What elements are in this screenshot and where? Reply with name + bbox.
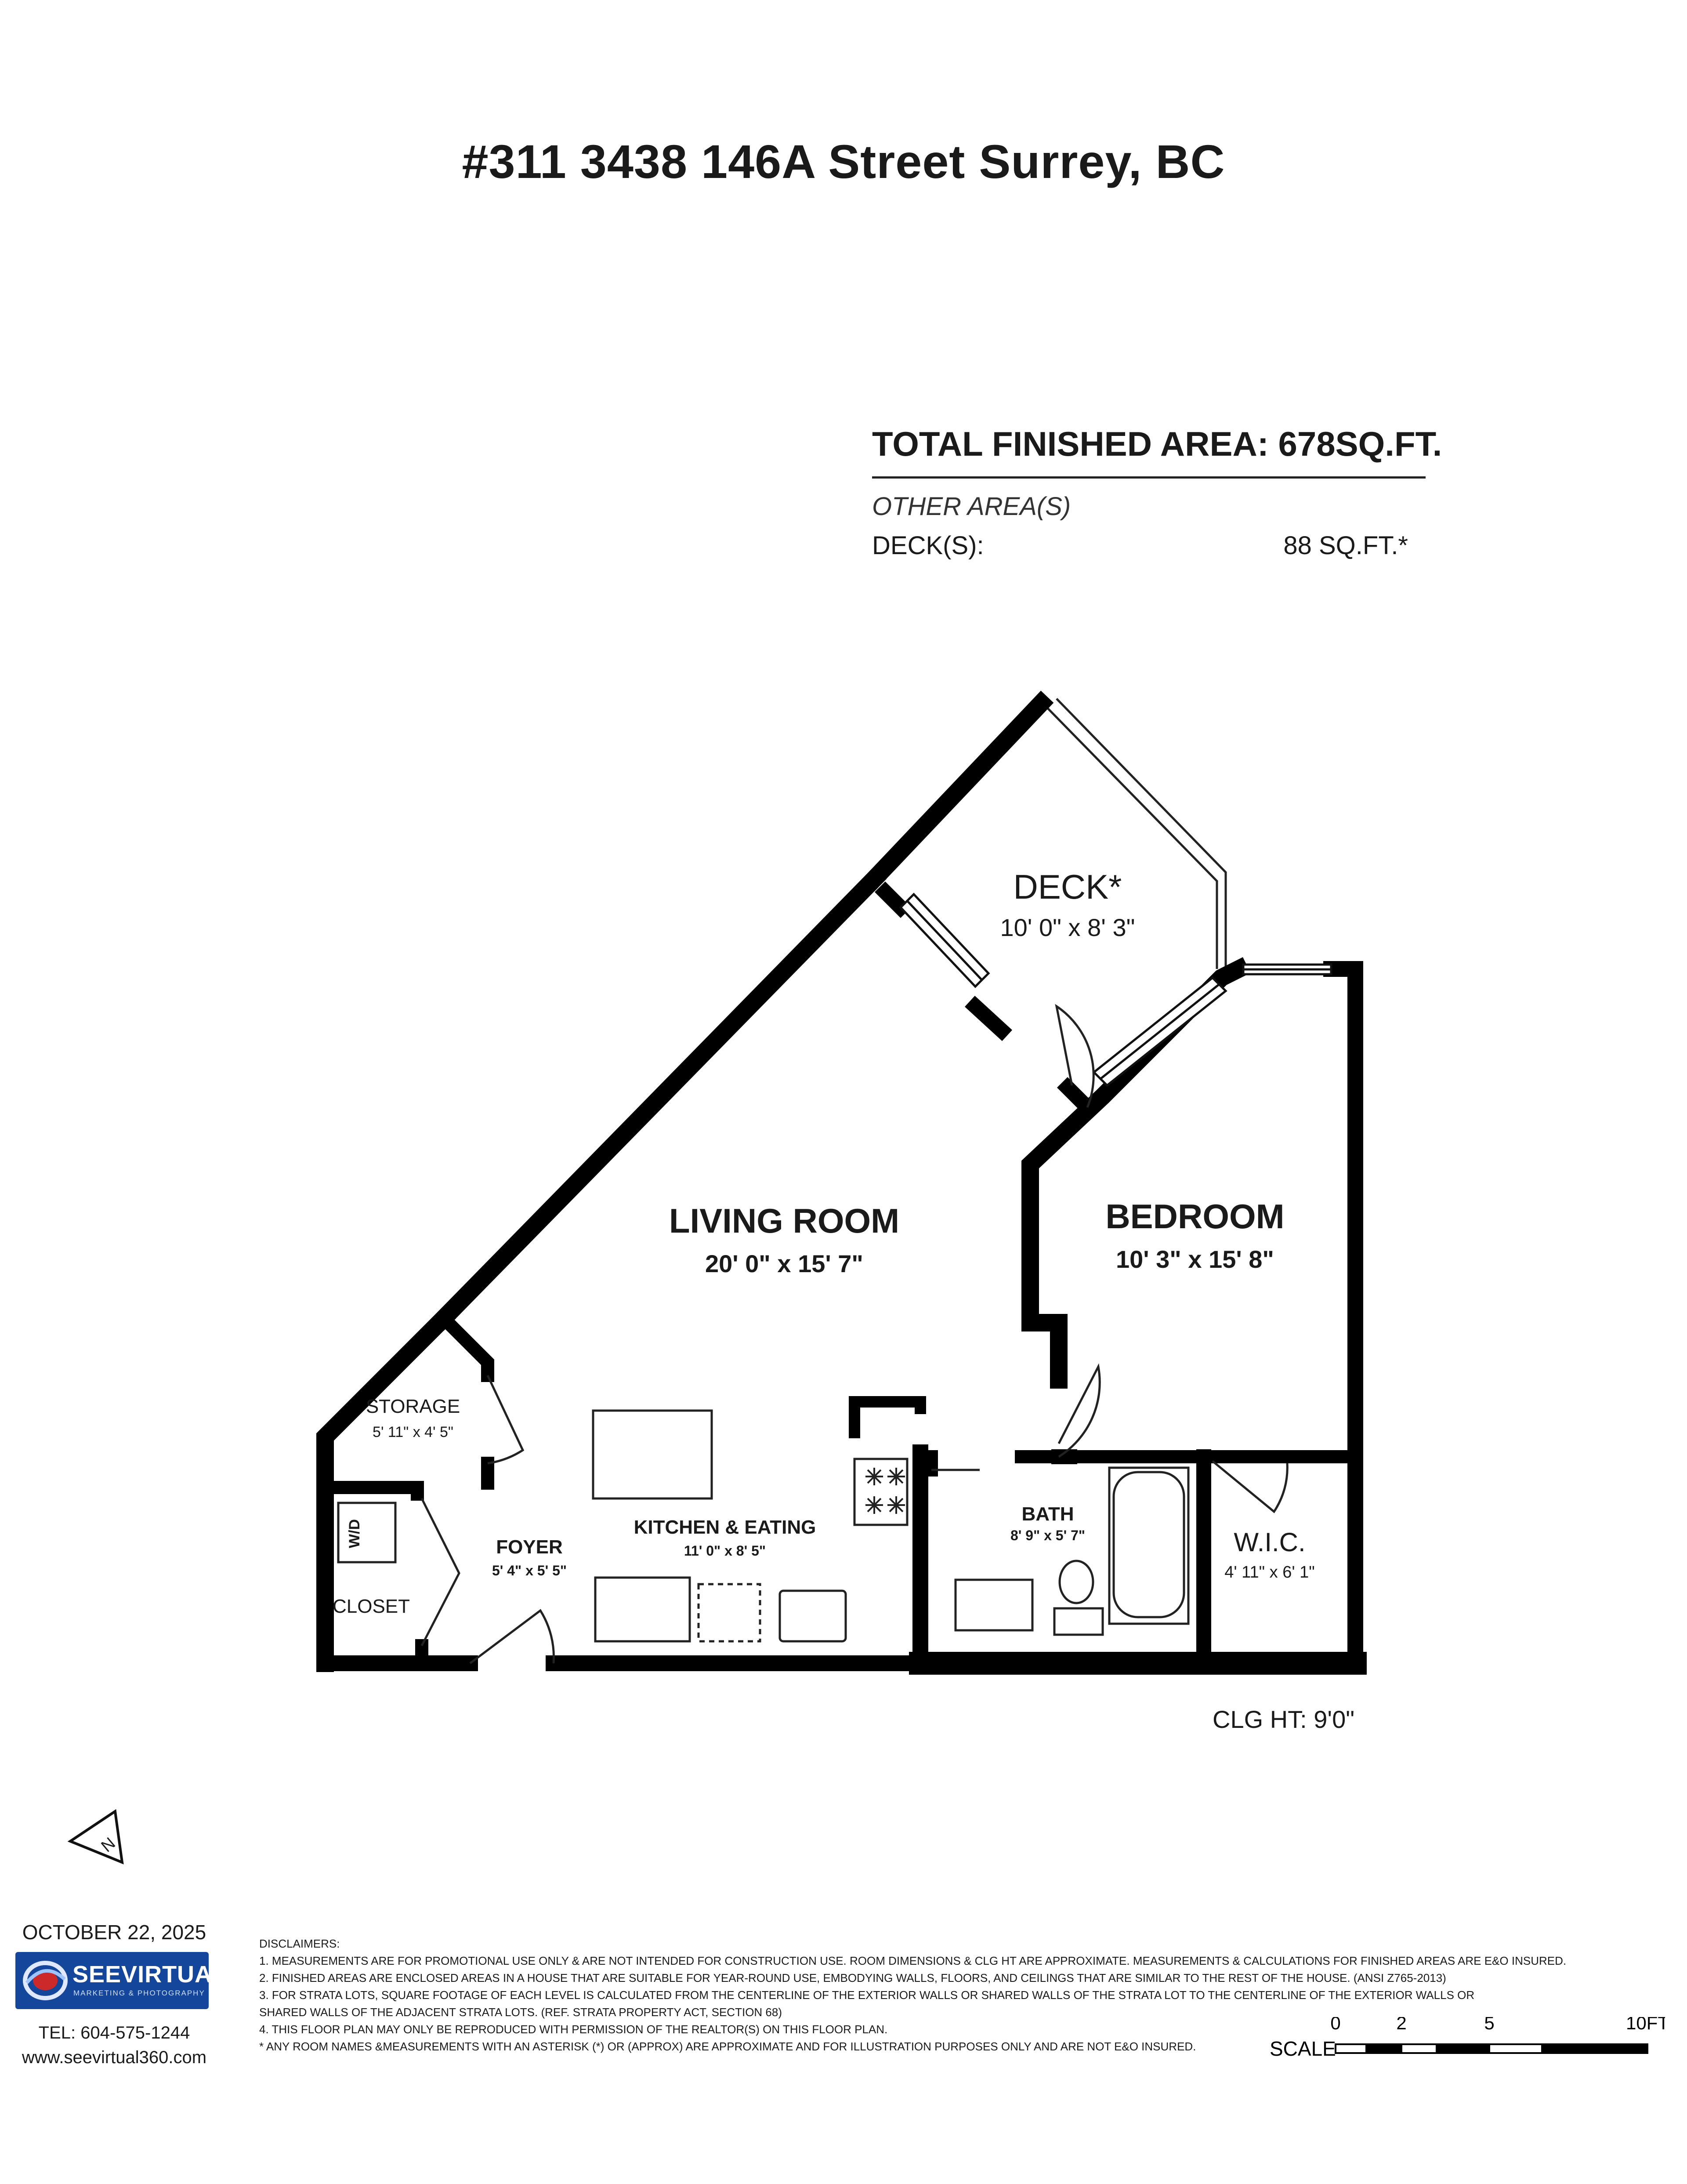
wic-door[interactable] (1212, 1460, 1289, 1513)
foyer-dims: 5' 4" x 5' 5" (492, 1563, 567, 1578)
deck-area-row: DECK(S): 88 SQ.FT.* (872, 531, 1426, 560)
seevirtual-logo: SEEVIRTUAL MARKETING & PHOTOGRAPHY (15, 1952, 227, 2009)
contact-phone: TEL: 604-575-1244 (38, 2023, 190, 2043)
wic-dims: 4' 11" x 6' 1" (1224, 1563, 1315, 1582)
scale-tick-10: 10FT (1626, 2017, 1665, 2033)
tub-surround (1108, 1466, 1190, 1625)
scale-bar: 0 2 5 10FT SCALE (1270, 2017, 1665, 2060)
bathtub (1112, 1471, 1185, 1618)
deck-area-value: 88 SQ.FT.* (1283, 531, 1408, 560)
deck-dims: 10' 0" x 8' 3" (1000, 914, 1135, 941)
bedroom-name: BEDROOM (1105, 1197, 1284, 1236)
scale-segments (1335, 2043, 1648, 2054)
living-room-name: LIVING ROOM (669, 1201, 899, 1240)
disclaimer-line: * ANY ROOM NAMES &MEASUREMENTS WITH AN A… (259, 2040, 1196, 2053)
ceiling-height: CLG HT: 9'0" (1213, 1705, 1355, 1733)
other-areas-label: OTHER AREA(S) (872, 492, 1071, 521)
disclaimer-line: 3. FOR STRATA LOTS, SQUARE FOOTAGE OF EA… (259, 1988, 1475, 2002)
deck-door[interactable] (1055, 1004, 1095, 1108)
kitchen-cabinet (697, 1583, 761, 1643)
stove (853, 1458, 909, 1526)
deck-area-label: DECK(S): (872, 531, 984, 560)
scale-tick-2: 2 (1396, 2017, 1406, 2033)
disclaimers: DISCLAIMERS: 1. MEASUREMENTS ARE FOR PRO… (259, 1935, 1567, 2055)
closet-name: CLOSET (333, 1596, 410, 1617)
storage-door[interactable] (486, 1375, 525, 1465)
closet-door[interactable] (420, 1498, 460, 1647)
fixtures (337, 1409, 1190, 1643)
living-room-dims: 20' 0" x 15' 7" (705, 1250, 863, 1277)
scale-tick-5: 5 (1484, 2017, 1494, 2033)
dishwasher (594, 1576, 691, 1643)
kitchen-name: KITCHEN & EATING (634, 1516, 816, 1538)
deck-railing (1047, 698, 1227, 969)
contact-website[interactable]: www.seevirtual360.com (22, 2048, 207, 2067)
walls (316, 690, 1367, 1675)
storage-name: STORAGE (366, 1396, 460, 1417)
north-compass-icon: N (67, 1809, 124, 1865)
toilet (1058, 1560, 1094, 1604)
disclaimer-line: 1. MEASUREMENTS ARE FOR PROMOTIONAL USE … (259, 1954, 1567, 1967)
bath-vanity (954, 1578, 1034, 1632)
bath-name: BATH (1022, 1503, 1074, 1525)
disclaimer-line: 4. THIS FLOOR PLAN MAY ONLY BE REPRODUCE… (259, 2023, 888, 2036)
doors (420, 1004, 1289, 1664)
windows (899, 892, 1332, 1087)
storage-dims: 5' 11" x 4' 5" (373, 1424, 453, 1440)
room-labels: DECK* 10' 0" x 8' 3" LIVING ROOM 20' 0" … (333, 867, 1315, 1617)
total-area-label: TOTAL FINISHED AREA: (872, 424, 1269, 463)
bath-dims: 8' 9" x 5' 7" (1010, 1527, 1085, 1543)
bedroom-door[interactable] (1057, 1363, 1101, 1458)
wic-name: W.I.C. (1234, 1527, 1305, 1557)
plan-date: OCTOBER 22, 2025 (22, 1921, 206, 1944)
kitchen-sink (778, 1589, 847, 1643)
scale-label: SCALE (1270, 2037, 1336, 2060)
bedroom-dims: 10' 3" x 15' 8" (1116, 1245, 1274, 1273)
total-area-value: 678 (1278, 424, 1336, 463)
deck-name: DECK* (1013, 867, 1122, 906)
logo-tagline: MARKETING & PHOTOGRAPHY (73, 1989, 205, 1997)
disclaimer-line: 2. FINISHED AREAS ARE ENCLOSED AREAS IN … (259, 1971, 1446, 1984)
total-finished-area: TOTAL FINISHED AREA: 678SQ.FT. (872, 424, 1442, 479)
disclaimer-line: SHARED WALLS OF THE ADJACENT STRATA LOTS… (259, 2006, 782, 2019)
area-summary: TOTAL FINISHED AREA: 678SQ.FT. OTHER ARE… (872, 424, 1442, 560)
toilet-tank (1053, 1607, 1104, 1636)
foyer-name: FOYER (496, 1536, 563, 1558)
contact-block: TEL: 604-575-1244 www.seevirtual360.com (13, 2021, 215, 2070)
dining-table (592, 1409, 713, 1500)
entry-door[interactable] (469, 1609, 555, 1664)
washer-dryer-label: W/D (346, 1519, 363, 1548)
scale-tick-0: 0 (1330, 2017, 1340, 2033)
disclaimer-line: DISCLAIMERS: (259, 1937, 340, 1950)
total-area-unit: SQ.FT. (1335, 424, 1442, 463)
kitchen-dims: 11' 0" x 8' 5" (684, 1543, 766, 1559)
logo-swirl-icon (23, 1961, 68, 2000)
washer-dryer (337, 1502, 397, 1564)
stove-burner-icons (865, 1468, 905, 1514)
logo-word: SEEVIRTUAL (72, 1961, 228, 1988)
page-title: #311 3438 146A Street Surrey, BC (462, 135, 1225, 188)
